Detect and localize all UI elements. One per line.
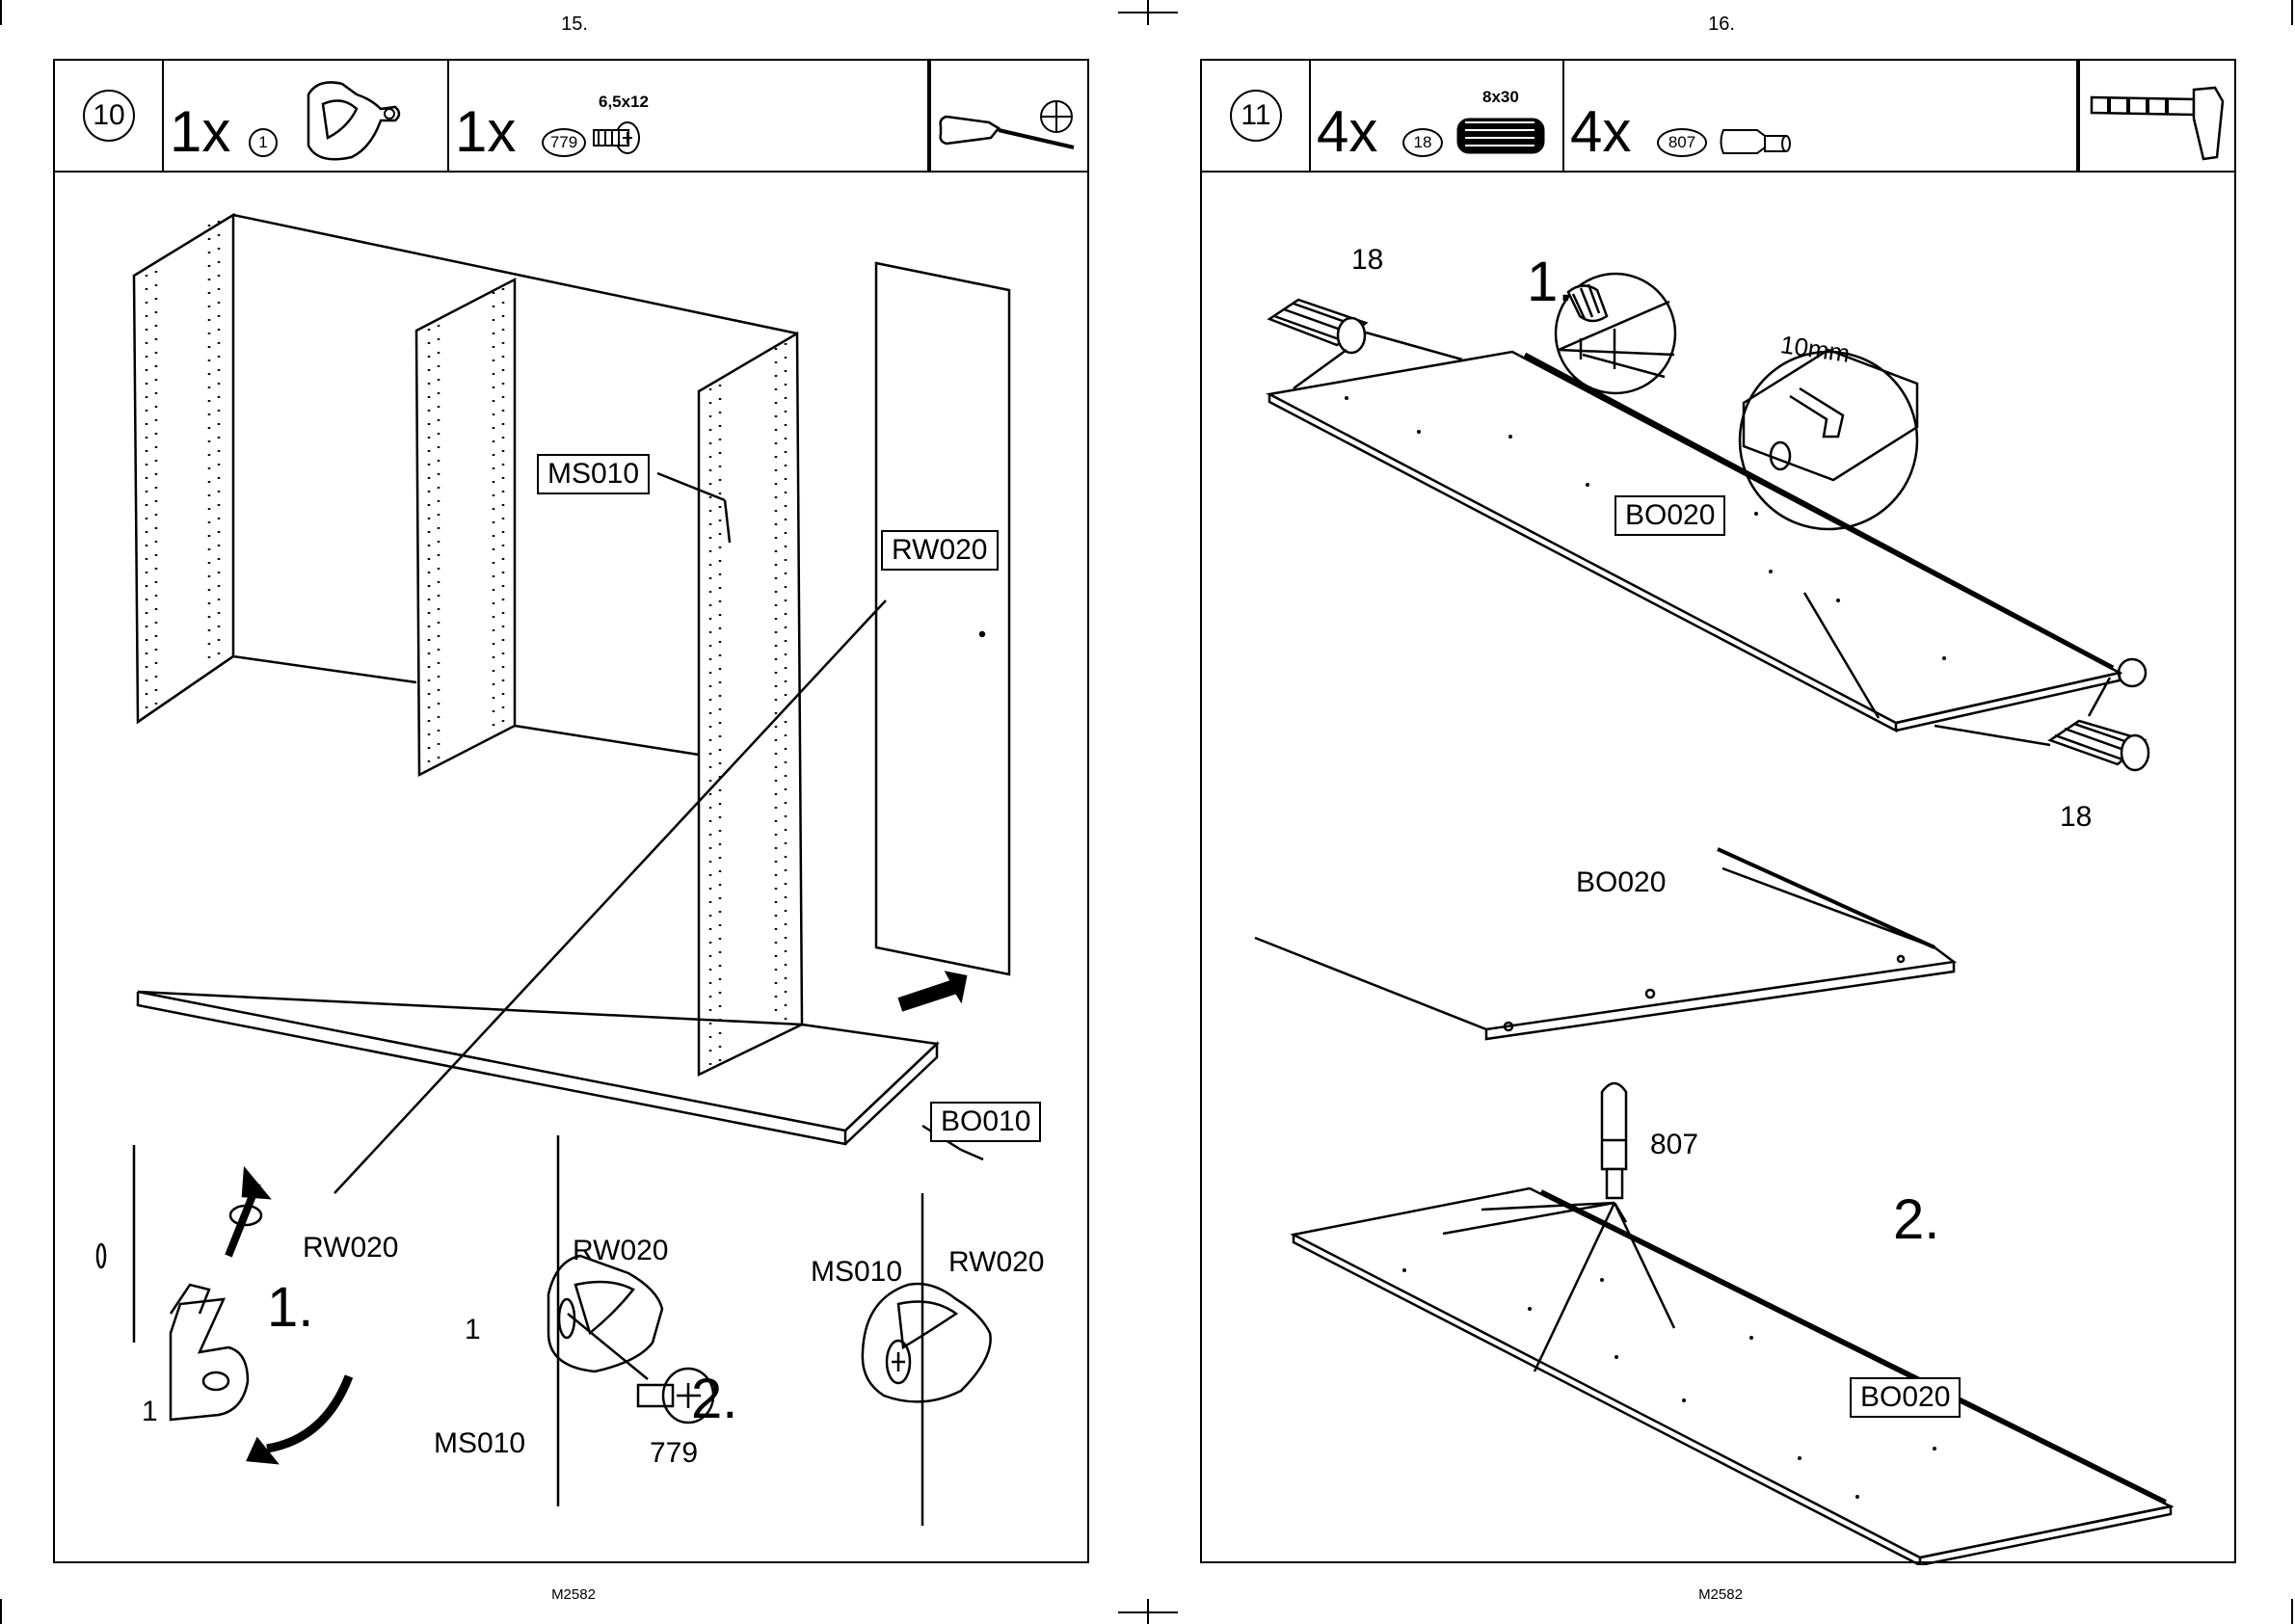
part-label-bo020: BO020 xyxy=(1850,1377,1961,1418)
sub-step-number: 2. xyxy=(691,1367,737,1431)
detail-label: 1 xyxy=(142,1396,158,1428)
crop-mark xyxy=(0,0,2,25)
wardrobe-assembly-drawing xyxy=(55,61,1091,1565)
sub-step-number: 1. xyxy=(1527,250,1573,314)
crop-mark xyxy=(1118,12,1178,13)
detail-label: MS010 xyxy=(434,1427,525,1460)
detail-label: RW020 xyxy=(948,1246,1045,1279)
part-label-ms010: MS010 xyxy=(537,454,650,494)
part-label-bo010: BO010 xyxy=(930,1102,1041,1142)
part-label-bo020: BO020 xyxy=(1615,495,1725,536)
part-label-18: 18 xyxy=(2060,801,2092,834)
crop-mark xyxy=(2291,0,2293,25)
part-label-18: 18 xyxy=(1351,244,1383,277)
part-label-807: 807 xyxy=(1650,1129,1698,1161)
footer-code: M2582 xyxy=(1672,1586,1769,1603)
page-number: 15. xyxy=(536,13,613,36)
detail-label: RW020 xyxy=(303,1232,399,1265)
crop-mark xyxy=(0,1599,2,1624)
detail-label: 779 xyxy=(650,1437,698,1470)
step-10-panel: 10 1x 1 1x 779 6,5x12 xyxy=(53,59,1089,1563)
detail-label: MS010 xyxy=(811,1256,902,1289)
part-label-rw020: RW020 xyxy=(881,530,999,571)
detail-label: 1 xyxy=(465,1314,481,1346)
sub-step-number: 1. xyxy=(267,1275,313,1340)
part-label-bo020: BO020 xyxy=(1576,866,1666,899)
crop-mark xyxy=(2291,1599,2293,1624)
footer-code: M2582 xyxy=(525,1586,622,1603)
sub-step-number: 2. xyxy=(1893,1187,1939,1252)
step-11-panel: 11 4x 18 8x30 4x 807 xyxy=(1200,59,2236,1563)
page-number: 16. xyxy=(1683,13,1760,36)
crop-mark xyxy=(1118,1611,1178,1613)
detail-label: RW020 xyxy=(573,1235,669,1267)
